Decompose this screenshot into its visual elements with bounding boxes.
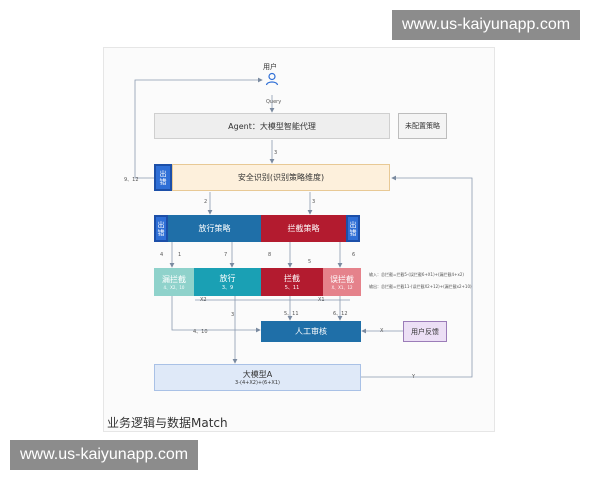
review-node: 人工审核	[261, 321, 361, 342]
diagram-caption: 业务逻辑与数据Match	[107, 416, 228, 430]
false-block-label: 误拦截	[330, 274, 354, 284]
edge-label-3b: 3	[312, 199, 316, 205]
edge-label-4-10: 4、10	[193, 329, 208, 335]
block-policy-node: 拦截策略	[261, 215, 346, 242]
model-sub: 3-(4+X2)+(6+X1)	[235, 380, 280, 386]
edge-missed-review	[171, 296, 261, 333]
edge-label-8: 8	[268, 252, 272, 258]
edge-label-9-12: 9、12	[124, 177, 139, 183]
block-sub: 5、11	[284, 285, 300, 291]
exit-tag-1: 出错	[154, 164, 172, 191]
release-node: 放行 3、9	[194, 268, 261, 296]
edge-label-x1: X1	[318, 297, 325, 303]
feedback-node: 用户反馈	[403, 321, 447, 342]
edge-label-3a: 3	[274, 150, 278, 156]
edge-label-5: 5	[308, 259, 312, 265]
edge-label-3c: 3	[231, 312, 235, 318]
unconfigured-node: 未配置策略	[398, 113, 447, 139]
watermark-bottom: www.us-kaiyunapp.com	[10, 440, 199, 470]
exit-tag-2: 出错	[154, 215, 168, 242]
edge-label-x: X	[380, 328, 384, 334]
release-label: 放行	[219, 274, 236, 283]
edge-label-5-11: 5、11	[284, 311, 299, 317]
release-policy-node: 放行策略	[168, 215, 261, 242]
edge-label-4: 4	[160, 252, 164, 258]
edge-exit-user	[134, 77, 263, 179]
edge-model-safety	[361, 175, 473, 378]
edge-label-6-12: 6、12	[333, 311, 348, 317]
edge-label-2: 2	[204, 199, 208, 205]
exit-tag-3: 出错	[346, 215, 360, 242]
false-block-node: 误拦截 X、X1、12	[323, 268, 361, 296]
edge-label-7: 7	[224, 252, 228, 258]
release-sub: 3、9	[221, 285, 234, 291]
model-node: 大模型A 3-(4+X2)+(6+X1)	[154, 364, 361, 391]
block-label: 拦截	[284, 274, 300, 283]
safety-node: 安全识别(识别策略维度)	[172, 164, 390, 191]
missed-block-sub: 4、X2、10	[163, 284, 185, 290]
user-icon	[265, 72, 279, 86]
missed-block-label: 漏拦截	[162, 274, 186, 284]
edge-label-x2: X2	[200, 297, 207, 303]
query-label: Query	[266, 99, 282, 105]
block-node: 拦截 5、11	[261, 268, 323, 296]
edge-label-6: 6	[352, 252, 356, 258]
missed-block-node: 漏拦截 4、X2、10	[154, 268, 194, 296]
false-block-sub: X、X1、12	[331, 284, 353, 290]
edge-label-y: Y	[412, 374, 416, 380]
output-note: 输出：总拦截=拦截11-(误拦截X2+12)+(漏拦截x2+10)	[369, 284, 472, 289]
watermark-top: www.us-kaiyunapp.com	[392, 10, 581, 40]
model-label: 大模型A	[242, 370, 273, 379]
input-note: 输入：总拦截=拦截5-(误拦截6+X1)+(漏拦截4+x2)	[369, 272, 464, 277]
agent-node: Agent：大模型智能代理	[154, 113, 390, 139]
user-label: 用户	[263, 63, 277, 71]
edge-label-1: 1	[178, 252, 182, 258]
